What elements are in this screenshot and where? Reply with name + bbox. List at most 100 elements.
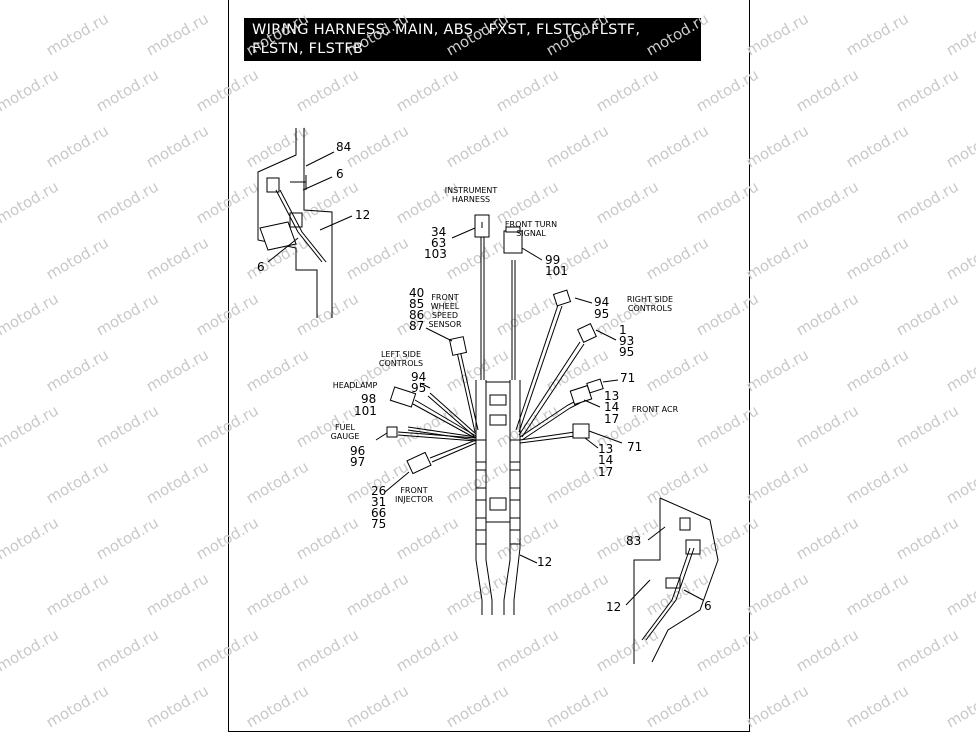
- callout-acr-71-upper: 71: [620, 371, 635, 385]
- watermark-text: motod.ru: [443, 9, 512, 59]
- watermark-text: motod.ru: [43, 345, 112, 395]
- watermark-text: motod.ru: [243, 681, 312, 731]
- watermark-text: motod.ru: [843, 457, 912, 507]
- inset-bottom-right: [625, 497, 719, 664]
- callout-left-side-1: 94: [411, 370, 426, 384]
- watermark-text: motod.ru: [343, 681, 412, 731]
- watermark-text: motod.ru: [693, 513, 762, 563]
- watermark-text: motod.ru: [193, 513, 262, 563]
- watermark-text: motod.ru: [93, 513, 162, 563]
- watermark-text: motod.ru: [643, 9, 712, 59]
- callout-front-turn-2: 101: [545, 264, 568, 278]
- callout-inset-tl-6a: 6: [336, 167, 344, 181]
- caption-fuel-gauge-2: GAUGE: [331, 432, 360, 441]
- watermark-text: motod.ru: [343, 233, 412, 283]
- watermark-text: motod.ru: [693, 65, 762, 115]
- main-harness-trunk: [475, 380, 538, 615]
- callout-wheel-speed-4: 87: [409, 319, 424, 333]
- watermark-text: motod.ru: [43, 681, 112, 731]
- caption-injector-2: INJECTOR: [395, 495, 434, 504]
- caption-injector-1: FRONT: [400, 486, 427, 495]
- watermark-text: motod.ru: [793, 289, 862, 339]
- watermark-text: motod.ru: [893, 513, 962, 563]
- callout-instrument-3: 103: [424, 247, 447, 261]
- callout-inset-br-12: 12: [606, 600, 621, 614]
- callout-injector-2: 31: [371, 495, 386, 509]
- callout-wheel-speed-1: 40: [409, 286, 424, 300]
- watermark-text: motod.ru: [893, 0, 962, 3]
- watermark-text: motod.ru: [293, 513, 362, 563]
- caption-wheel-speed-4: SENSOR: [428, 320, 461, 329]
- watermark-text: motod.ru: [493, 0, 562, 3]
- watermark-text: motod.ru: [943, 457, 976, 507]
- callout-right-side-a-1: 94: [594, 295, 609, 309]
- watermark-text: motod.ru: [293, 289, 362, 339]
- caption-front-acr: FRONT ACR: [632, 405, 679, 414]
- watermark-text: motod.ru: [0, 65, 62, 115]
- watermark-text: motod.ru: [743, 345, 812, 395]
- watermark-text: motod.ru: [743, 457, 812, 507]
- callout-inset-br-83: 83: [626, 534, 641, 548]
- watermark-text: motod.ru: [243, 121, 312, 171]
- watermark-text: motod.ru: [343, 121, 412, 171]
- watermark-text: motod.ru: [893, 177, 962, 227]
- watermark-text: motod.ru: [843, 345, 912, 395]
- callout-acr-upper-3: 17: [604, 412, 619, 426]
- watermark-text: motod.ru: [843, 9, 912, 59]
- callout-front-turn-1: 99: [545, 253, 560, 267]
- callout-fuel-gauge-1: 96: [350, 444, 365, 458]
- watermark-text: motod.ru: [593, 177, 662, 227]
- watermark-text: motod.ru: [543, 681, 612, 731]
- watermark-text: motod.ru: [643, 457, 712, 507]
- watermark-text: motod.ru: [743, 9, 812, 59]
- callout-fuel-gauge-2: 97: [350, 455, 365, 469]
- watermark-text: motod.ru: [93, 625, 162, 675]
- watermark-text: motod.ru: [693, 401, 762, 451]
- watermark-text: motod.ru: [743, 121, 812, 171]
- watermark-text: motod.ru: [293, 0, 362, 3]
- callout-acr-lower-3: 17: [598, 465, 613, 479]
- watermark-text: motod.ru: [593, 0, 662, 3]
- caption-wheel-speed-2: WHEEL: [431, 302, 460, 311]
- watermark-text: motod.ru: [493, 65, 562, 115]
- callout-acr-71-lower: 71: [627, 440, 642, 454]
- watermark-text: motod.ru: [193, 0, 262, 3]
- callout-inset-tl-6b: 6: [257, 260, 265, 274]
- watermark-text: motod.ru: [93, 401, 162, 451]
- watermark-text: motod.ru: [743, 569, 812, 619]
- callout-inset-tl-12: 12: [355, 208, 370, 222]
- watermark-text: motod.ru: [393, 513, 462, 563]
- caption-fuel-gauge-1: FUEL: [335, 423, 356, 432]
- captions: INSTRUMENT HARNESS FRONT TURN SIGNAL FRO…: [331, 186, 679, 504]
- watermark-text: motod.ru: [0, 0, 62, 3]
- watermark-text: motod.ru: [0, 289, 62, 339]
- watermark-text: motod.ru: [393, 625, 462, 675]
- caption-left-side-2: CONTROLS: [379, 359, 423, 368]
- watermark-text: motod.ru: [543, 569, 612, 619]
- watermark-text: motod.ru: [493, 625, 562, 675]
- watermark-text: motod.ru: [693, 625, 762, 675]
- callout-left-side-2: 95: [411, 381, 426, 395]
- callout-wheel-speed-2: 85: [409, 297, 424, 311]
- callout-right-side-a-2: 95: [594, 307, 609, 321]
- watermark-text: motod.ru: [243, 9, 312, 59]
- watermark-text: motod.ru: [743, 681, 812, 731]
- callout-acr-lower-2: 14: [598, 453, 613, 467]
- watermark-text: motod.ru: [43, 121, 112, 171]
- watermark-text: motod.ru: [243, 569, 312, 619]
- caption-wheel-speed-3: SPEED: [432, 311, 458, 320]
- inset-top-left: [257, 128, 353, 318]
- watermark-text: motod.ru: [143, 569, 212, 619]
- caption-headlamp: HEADLAMP: [333, 381, 378, 390]
- watermark-text: motod.ru: [643, 681, 712, 731]
- watermark-text: motod.ru: [943, 345, 976, 395]
- watermark-text: motod.ru: [93, 0, 162, 3]
- callout-acr-lower-1: 13: [598, 442, 613, 456]
- watermark-text: motod.ru: [293, 65, 362, 115]
- callout-right-side-b-1: 1: [619, 323, 627, 337]
- watermark-text: motod.ru: [43, 457, 112, 507]
- diagram-page: [228, 0, 750, 732]
- watermark-text: motod.ru: [93, 65, 162, 115]
- watermark-text: motod.ru: [43, 9, 112, 59]
